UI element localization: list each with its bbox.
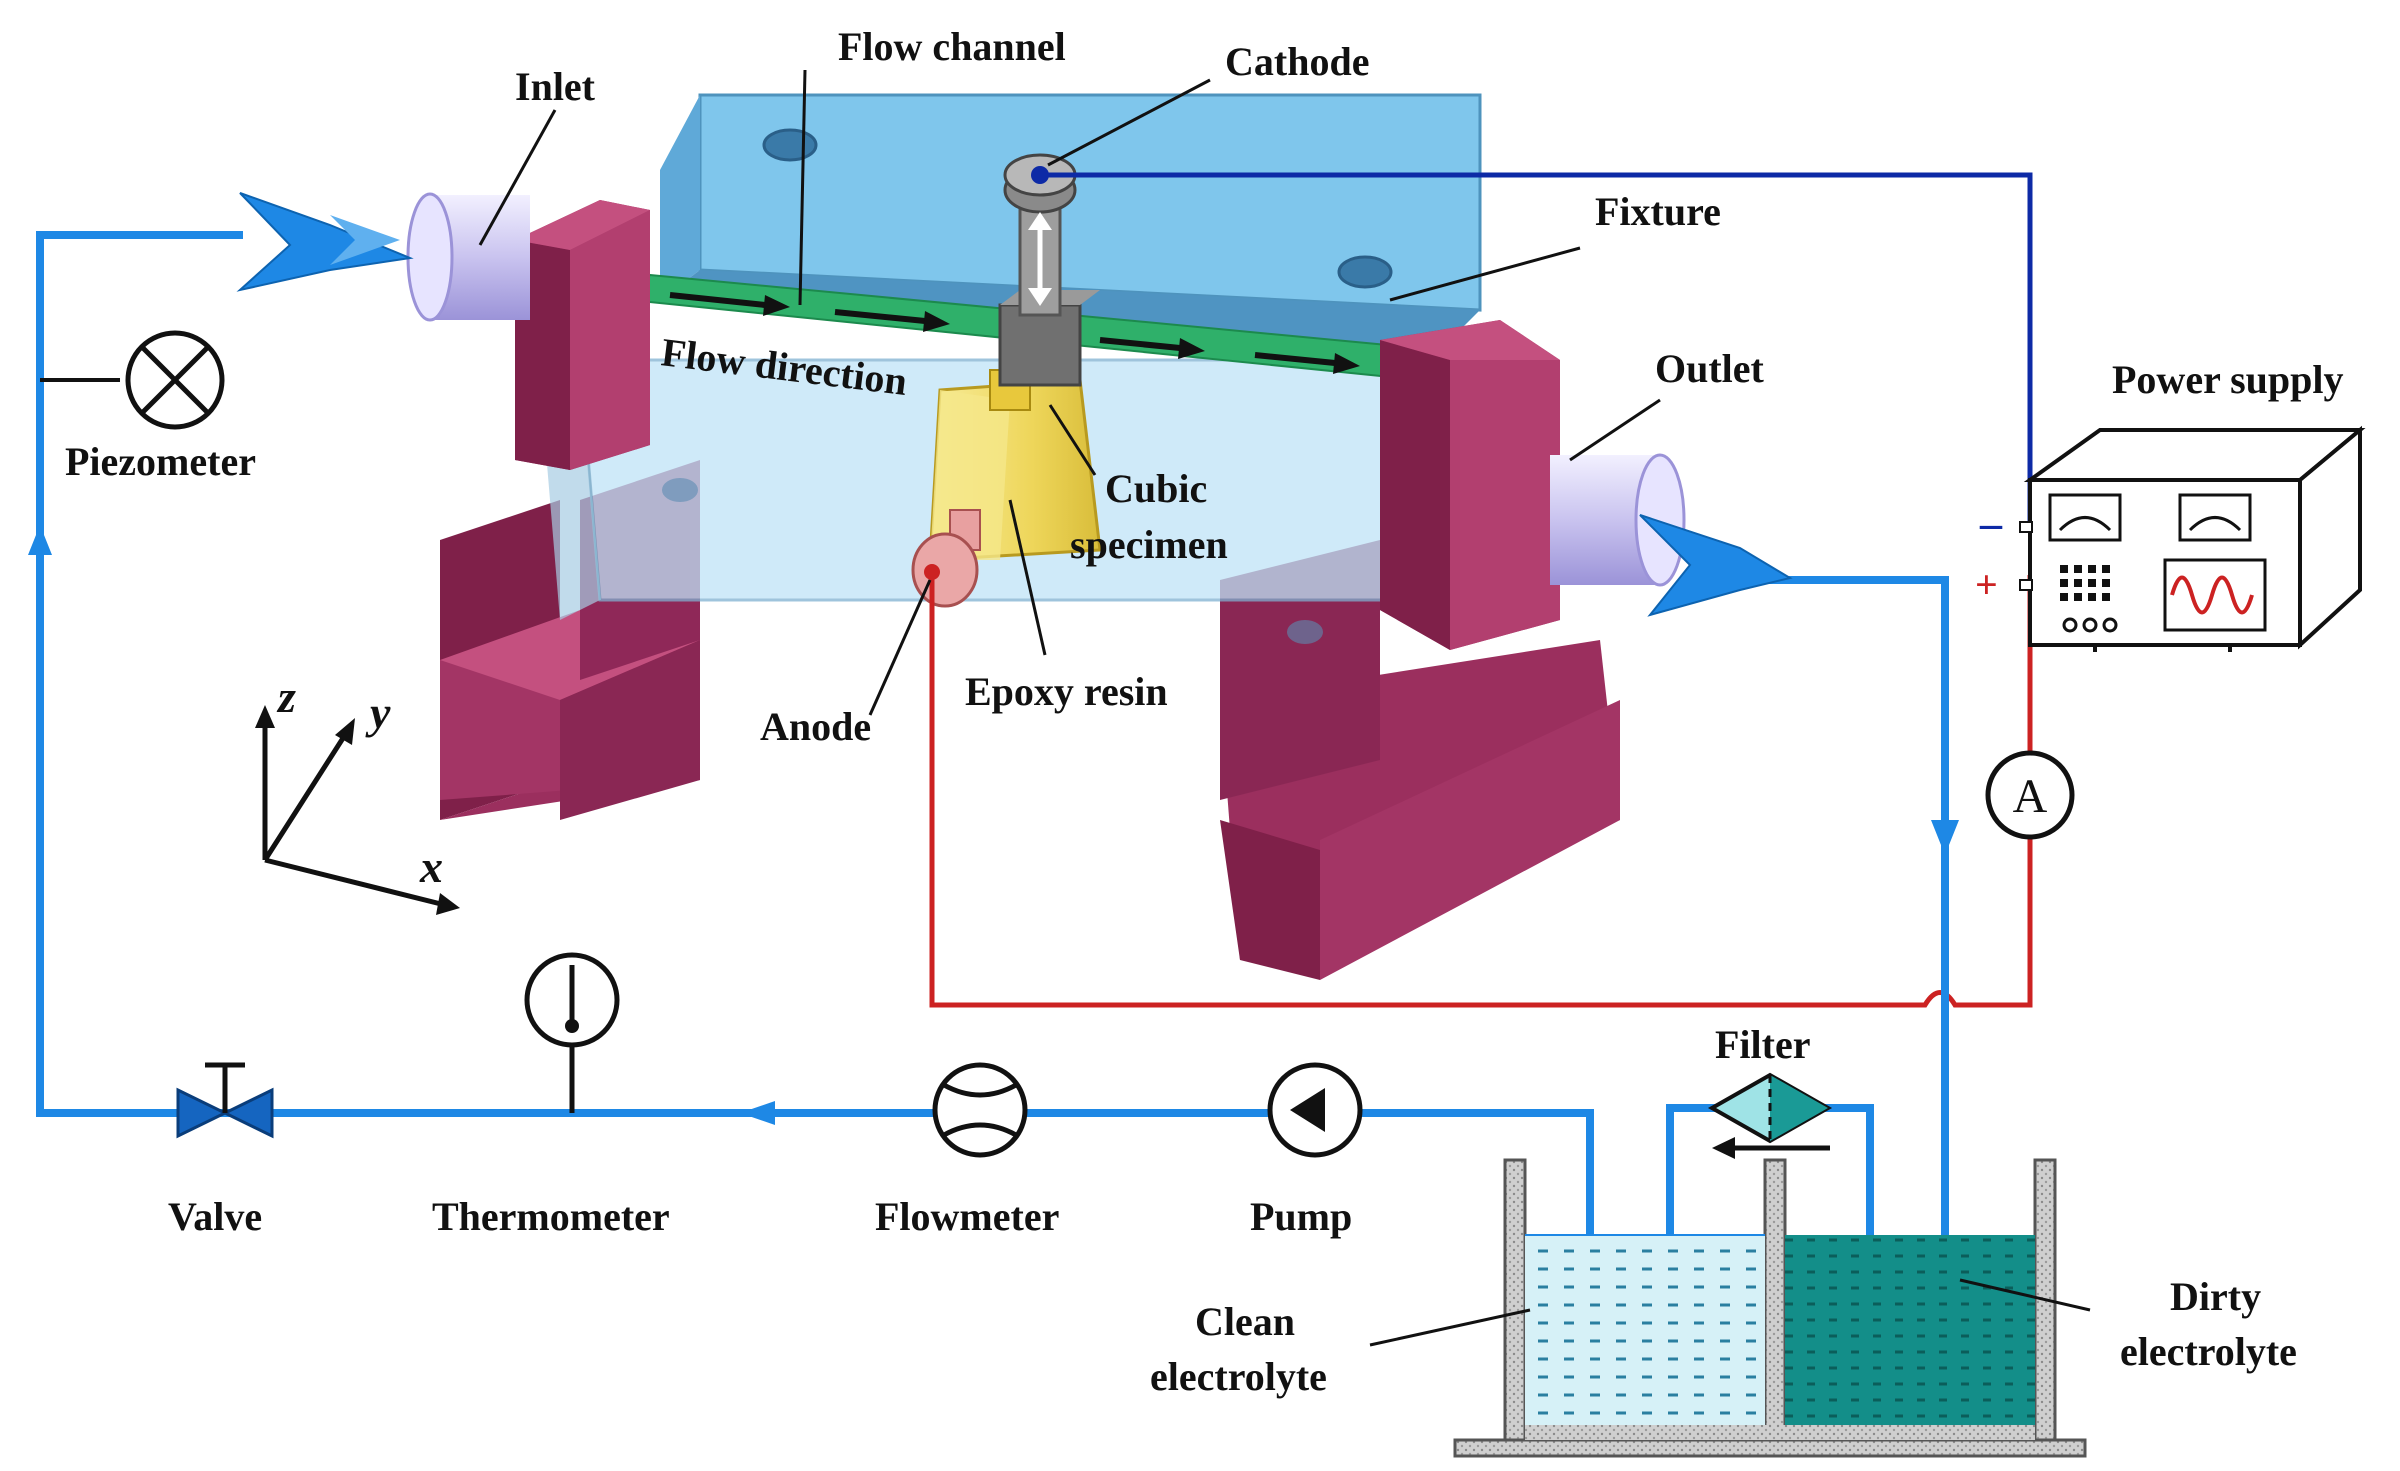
ammeter-symbol: A: [2013, 770, 2048, 823]
cubic-specimen-label-2: specimen: [1070, 522, 1228, 567]
axis-x-label: x: [419, 841, 443, 892]
anode-label: Anode: [760, 704, 871, 749]
plus-sign: +: [1975, 562, 1998, 607]
fixture-label: Fixture: [1595, 189, 1721, 234]
flow-arrow-4: [1254, 352, 1336, 366]
pump-icon: [1267, 1062, 1363, 1158]
flow-up-arrow: [28, 525, 52, 555]
cathode-rod: [998, 153, 1100, 387]
right-clamp: [1380, 320, 1560, 650]
thermometer-icon: [524, 952, 620, 1113]
dirty-electrolyte-liquid: [1785, 1235, 2035, 1425]
flow-down-arrow: [1931, 820, 1959, 855]
flow-arrow-2: [834, 309, 926, 324]
anode-wire: [929, 572, 2033, 1008]
minus-sign: –: [1979, 499, 2003, 548]
electrolyte-tank: [1453, 1158, 2087, 1458]
inlet-chevron: [236, 192, 414, 292]
inlet-pipe-line: [36, 231, 1594, 1235]
flow-left-arrow: [740, 1101, 775, 1125]
inlet-pipe: [406, 192, 530, 322]
axis-z-label: z: [276, 671, 296, 722]
flow-arrow-3: [1099, 337, 1181, 351]
epoxy-resin-label: Epoxy resin: [965, 669, 1168, 714]
outlet-chevron: [1639, 514, 1793, 617]
ammeter-icon: A: [1985, 750, 2075, 840]
flowmeter-icon: [932, 1062, 1028, 1158]
power-supply-label: Power supply: [2112, 357, 2344, 402]
clean-electrolyte-liquid: [1525, 1235, 1765, 1425]
outlet-label: Outlet: [1655, 346, 1765, 391]
thermometer-label: Thermometer: [432, 1194, 670, 1239]
inlet-label: Inlet: [515, 64, 596, 109]
piezometer-label: Piezometer: [65, 439, 256, 484]
axis-y-label: y: [365, 687, 391, 738]
left-clamp: [515, 200, 650, 470]
right-support: [1220, 540, 1620, 980]
piezometer-icon: [125, 330, 225, 430]
coordinate-axes: z y x: [255, 671, 460, 915]
dirty-electrolyte-label-1: Dirty: [2170, 1274, 2261, 1319]
left-support: [440, 460, 700, 820]
valve-icon: [176, 1062, 274, 1139]
cathode-wire: [1040, 172, 2033, 525]
filter-icon: [1707, 1072, 1833, 1159]
flow-arrow-1: [669, 292, 766, 308]
dirty-electrolyte-label-2: electrolyte: [2120, 1329, 2297, 1374]
outlet-pipe-line: [1700, 576, 1949, 1235]
valve-label: Valve: [168, 1194, 262, 1239]
clean-electrolyte-label-1: Clean: [1195, 1299, 1295, 1344]
leader-lines: [478, 69, 2091, 1347]
power-supply-unit: – +: [1975, 425, 2366, 652]
flow-channel-label: Flow channel: [838, 24, 1066, 69]
outlet-pipe: [1550, 453, 1686, 587]
clean-electrolyte-label-2: electrolyte: [1150, 1354, 1327, 1399]
cathode-label: Cathode: [1225, 39, 1369, 84]
flowmeter-label: Flowmeter: [875, 1194, 1059, 1239]
pump-label: Pump: [1250, 1194, 1352, 1239]
cubic-specimen-label-1: Cubic: [1105, 466, 1207, 511]
inlet-chevron-2: [330, 215, 400, 265]
anode-connector: [911, 509, 981, 608]
filter-label: Filter: [1715, 1022, 1811, 1067]
